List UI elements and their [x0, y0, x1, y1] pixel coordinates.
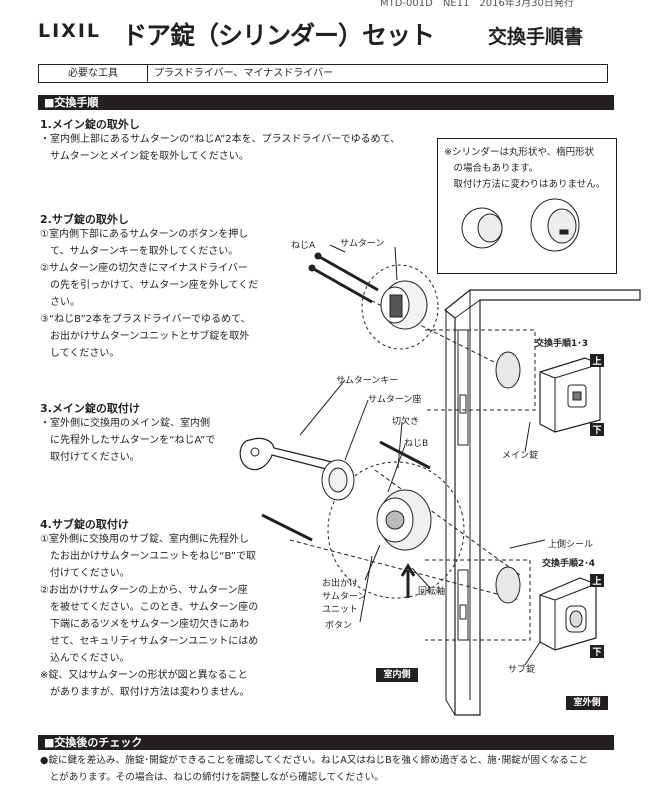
step4-text: ①室外側に交換用のサブ錠、室内側に先程外し たお出かけサムターンユニットをねじ“… — [40, 531, 258, 701]
step4-line: ※錠、又はサムターンの形状が図と異なること — [40, 670, 248, 681]
tag-bottom-main: 下 — [590, 423, 604, 436]
tag-outdoor: 室外側 — [566, 696, 608, 710]
step3-line: に先程外したサムターンを“ねじA”で — [40, 435, 216, 446]
tag-top-main: 上 — [590, 354, 604, 367]
note-line: ※シリンダーは丸形状や、楕円形状 — [444, 147, 595, 158]
label-notch: 切欠き — [392, 417, 420, 427]
step1-text: ・室内側上部にあるサムターンの“ねじA”2本を、プラスドライバーでゆるめて、 サ… — [40, 131, 400, 165]
step4-line: がありますが、取付け方法は変わりません。 — [40, 687, 250, 698]
tag-bottom-sub: 下 — [590, 645, 604, 658]
step4-line: ②お出かけサムターンの上から、サムターン座 — [40, 585, 248, 596]
label-going-out-line: ユニット — [322, 605, 359, 615]
step4-line: 下端にあるツメをサムターン座切欠きにあわ — [40, 619, 250, 630]
step2-line: の先を引っかけて、サムターン座を外してくだ — [40, 280, 259, 291]
step3-line: 取付けてください。 — [40, 452, 140, 463]
document-subtitle: 交換手順書 — [488, 26, 584, 48]
label-going-out-line: サムターン — [322, 592, 367, 602]
label-going-out-line: お出かけ — [322, 579, 359, 589]
step4-line: たお出かけサムターンユニットをねじ“B”で取 — [40, 551, 256, 562]
label-rotation-axis: 回転軸 — [418, 587, 446, 597]
label-upper-seal: 上側シール — [548, 540, 594, 550]
step2-line: してください。 — [40, 348, 120, 359]
step2-line: て、サムターンキーを取外してください。 — [40, 246, 239, 257]
step4-heading: 4.サブ錠の取付け — [40, 518, 129, 531]
step2-text: ①室内側下部にあるサムターンのボタンを押し て、サムターンキーを取外してください… — [40, 226, 258, 362]
tag-top-sub: 上 — [590, 574, 604, 587]
after-check-text: ●錠に鍵を差込み、施錠･開錠ができることを確認してください。ねじA又はねじBを強… — [40, 752, 588, 786]
after-check-line: ●錠に鍵を差込み、施錠･開錠ができることを確認してください。ねじA又はねじBを強… — [40, 755, 589, 766]
label-main-lock: メイン錠 — [502, 451, 539, 461]
step2-heading: 2.サブ錠の取外し — [40, 213, 129, 226]
document-title: ドア錠（シリンダー）セット — [122, 21, 435, 50]
step1-line: ・室内側上部にあるサムターンの“ねじA”2本を、プラスドライバーでゆるめて、 — [40, 134, 401, 145]
tools-table: 必要な工具 プラスドライバー、マイナスドライバー — [38, 64, 608, 83]
step4-line: を被せてください。このとき、サムターン座の — [40, 602, 259, 613]
tools-value: プラスドライバー、マイナスドライバー — [154, 68, 334, 79]
step2-line: さい。 — [40, 297, 80, 308]
label-thumbturn-key: サムターンキー — [336, 376, 399, 386]
step4-line: 込んでください。 — [40, 653, 130, 664]
label-thumbturn-seat: サムターン座 — [368, 395, 422, 405]
step3-heading: 3.メイン錠の取付け — [40, 402, 140, 415]
step3-text: ・室外側に交換用のメイン錠、室内側 に先程外したサムターンを“ねじA”で 取付け… — [40, 415, 215, 466]
cylinder-note-box: ※シリンダーは丸形状や、楕円形状 の場合もあります。 取付け方法に変わりはありま… — [437, 138, 617, 274]
label-thumbturn: サムターン — [340, 239, 385, 249]
lixil-logo: LIXIL — [38, 20, 102, 42]
document-id: MTD-001D NE11 2016年3月30日発行 — [380, 0, 574, 9]
label-button: ボタン — [325, 621, 353, 631]
label-screw-b: ねじB — [404, 439, 429, 449]
door-frame — [444, 289, 641, 716]
step4-line: ①室外側に交換用のサブ錠、室内側に先程外し — [40, 534, 249, 545]
step3-line: ・室外側に交換用のメイン錠、室内側 — [40, 418, 210, 429]
step1-heading: 1.メイン錠の取外し — [40, 118, 140, 131]
label-procedure-1-3: 交換手順1･3 — [535, 339, 589, 349]
step2-line: お出かけサムターンユニットとサブ錠を取外 — [40, 331, 250, 342]
note-line: 取付け方法に変わりはありません。 — [444, 179, 606, 190]
step1-line: サムターンとメイン錠を取外してください。 — [40, 151, 249, 162]
tag-indoor: 室内側 — [376, 668, 418, 682]
label-sub-lock: サブ錠 — [508, 665, 536, 675]
after-check-line: とがあります。その場合は、ねじの締付けを調整しながら確認してください。 — [40, 772, 384, 783]
note-line: の場合もあります。 — [444, 163, 539, 174]
step4-line: せて、セキュリティサムターンユニットにはめ — [40, 636, 259, 647]
step2-line: ③“ねじB”2本をプラスドライバーでゆるめて、 — [40, 314, 251, 325]
step2-line: ①室内側下部にあるサムターンのボタンを押し — [40, 229, 249, 240]
section-header-procedure: ■交換手順 — [38, 95, 614, 110]
step2-line: ②サムターン座の切欠きにマイナスドライバー — [40, 263, 248, 274]
tools-label: 必要な工具 — [39, 65, 148, 82]
label-going-out-unit: お出かけ サムターン ユニット — [322, 578, 366, 617]
label-procedure-2-4: 交換手順2･4 — [542, 559, 596, 569]
label-screw-a: ねじA — [291, 241, 316, 251]
step4-line: 付けてください。 — [40, 568, 130, 579]
cylinder-note-text: ※シリンダーは丸形状や、楕円形状 の場合もあります。 取付け方法に変わりはありま… — [444, 145, 605, 193]
section-header-after-check: ■交換後のチェック — [38, 735, 614, 750]
